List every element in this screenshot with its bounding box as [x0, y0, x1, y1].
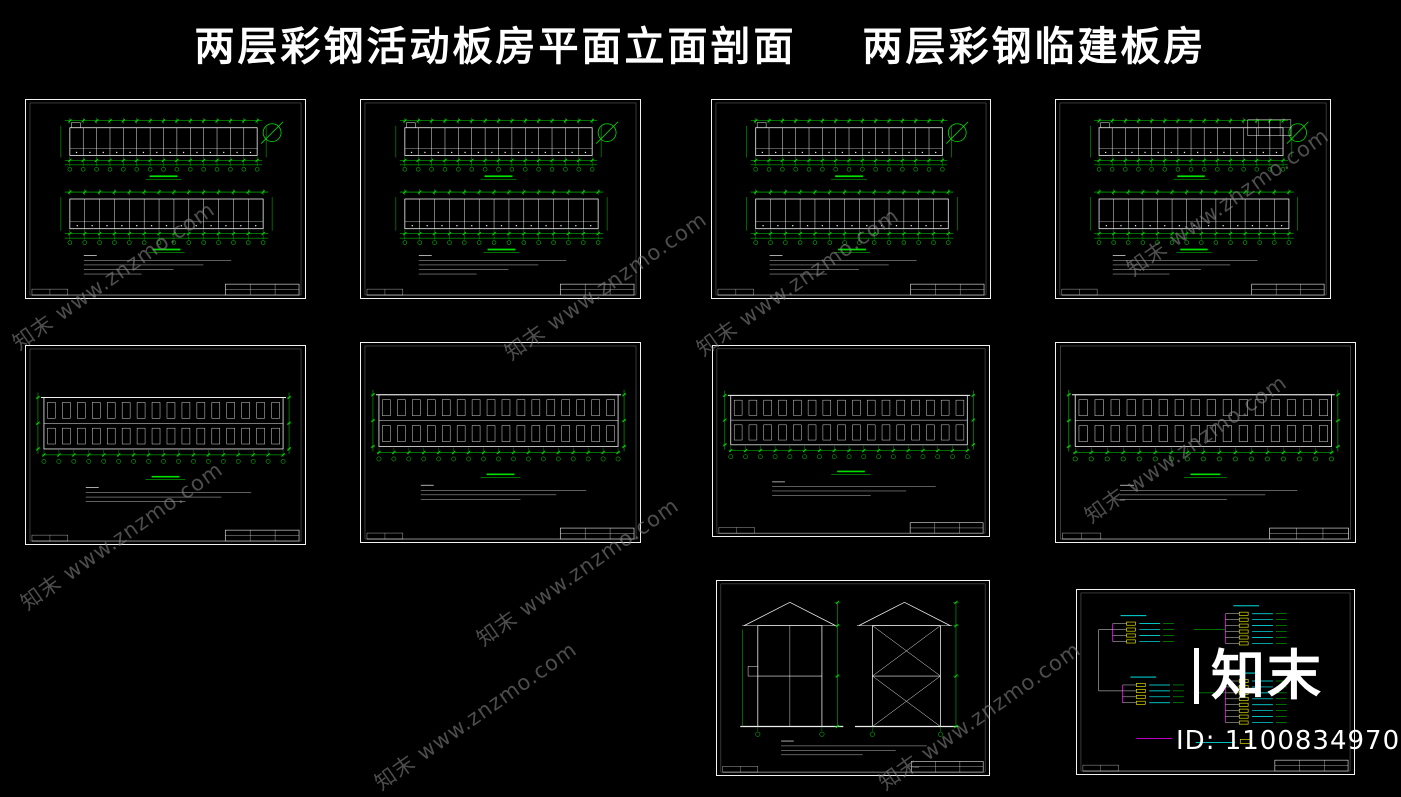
drawing-sheet-floor-plan-2	[360, 99, 641, 299]
page-title: 两层彩钢活动板房平面立面剖面 两层彩钢临建板房	[0, 14, 1401, 72]
page-title-right: 两层彩钢临建板房	[862, 24, 1207, 70]
drawing-sheet-elevation-2	[360, 342, 641, 543]
resource-id-label: ID: 1100834970	[1176, 726, 1401, 756]
drawing-sheet-elevation-1	[25, 345, 306, 545]
znzmo-logo: 知末	[1194, 648, 1323, 704]
page-title-left: 两层彩钢活动板房平面立面剖面	[194, 24, 797, 70]
drawing-sheet-floor-plan-1	[25, 99, 306, 299]
logo-text: 知末	[1211, 644, 1323, 707]
logo-bar-icon	[1194, 648, 1199, 704]
drawing-sheet-elevation-4	[1055, 342, 1356, 543]
watermark-text: 知末 www.znzmo.com	[370, 637, 582, 795]
drawing-sheet-floor-plan-3	[711, 99, 991, 299]
drawing-sheet-electrical-diagram	[1076, 589, 1355, 775]
drawing-sheet-floor-plan-4	[1055, 99, 1331, 299]
drawing-sheet-elevation-3	[712, 345, 990, 537]
drawing-sheet-sections	[716, 580, 990, 776]
